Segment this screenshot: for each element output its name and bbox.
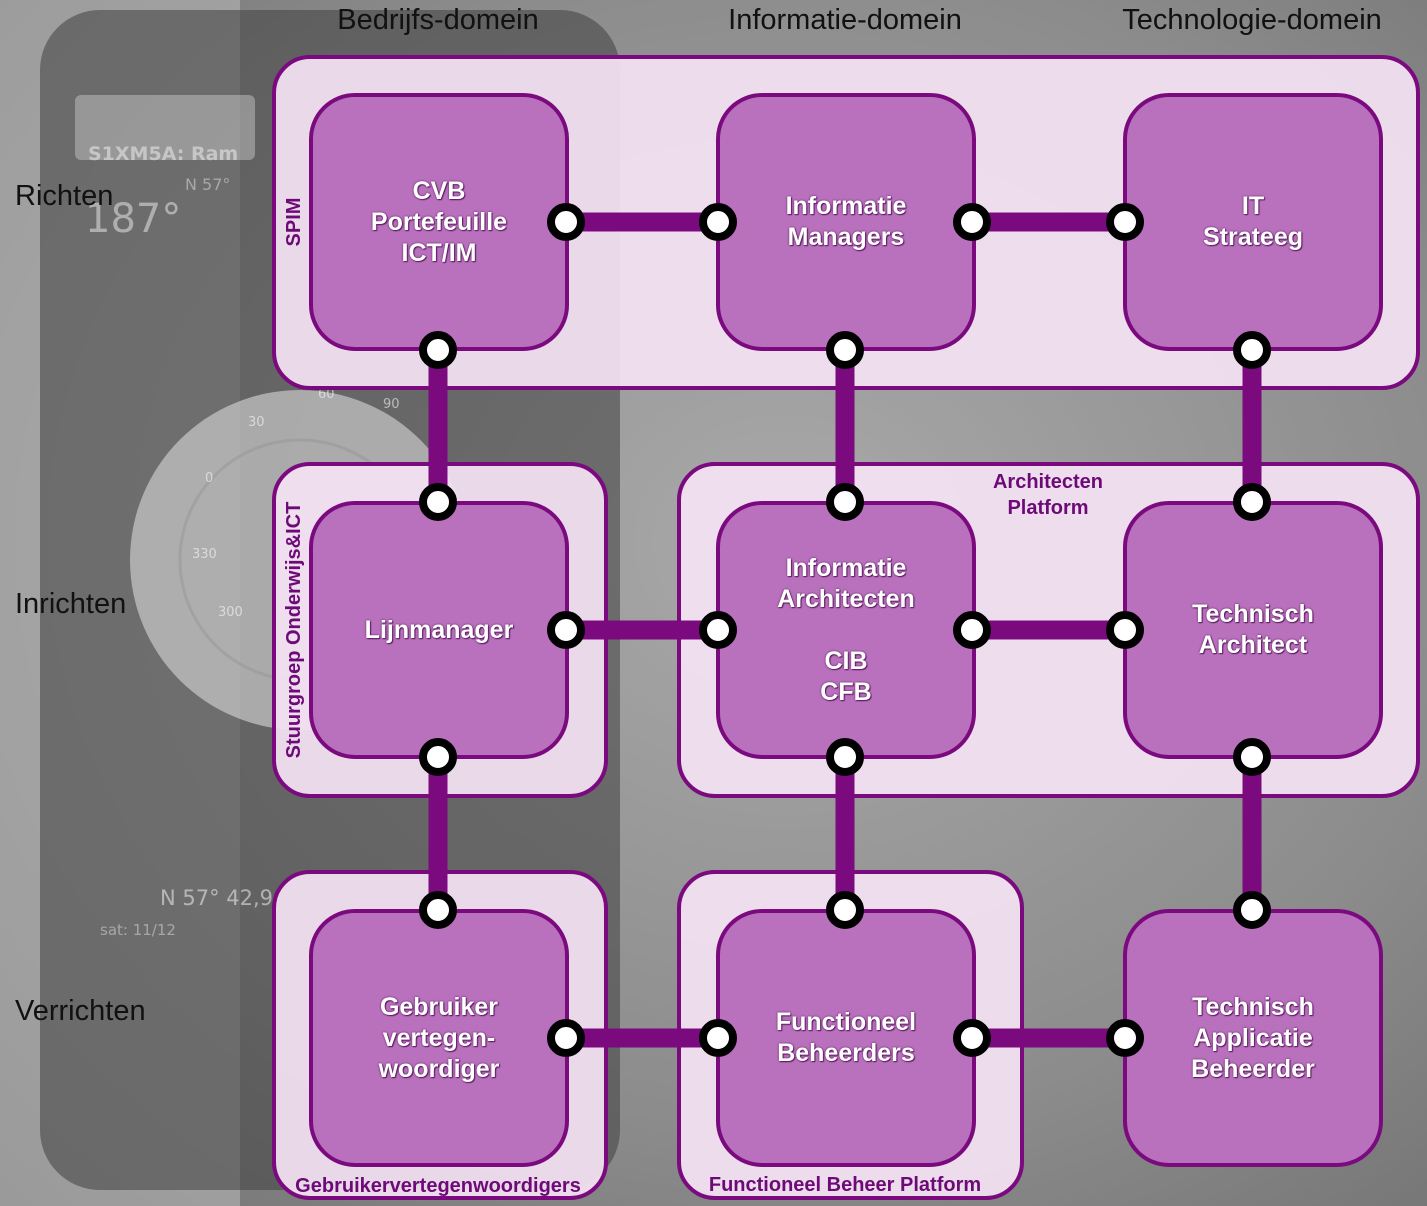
node-label: IT Strateeg <box>1202 192 1304 251</box>
connector-dot <box>1106 203 1144 241</box>
connector-dot <box>1233 738 1271 776</box>
connector-dot <box>826 331 864 369</box>
connector-dot <box>547 611 585 649</box>
connector-dot <box>1233 891 1271 929</box>
connector-dot <box>419 738 457 776</box>
connector-dot <box>419 483 457 521</box>
node-label: Technisch Applicatie Beheerder <box>1191 992 1315 1083</box>
node-gebruiker-vertegenwoordiger: Gebruiker vertegen- woordiger <box>309 909 569 1167</box>
node-informatie-managers: Informatie Managers <box>716 93 976 351</box>
connector-dot <box>1106 611 1144 649</box>
row-label-verrichten: Verrichten <box>15 995 146 1027</box>
connector-dot <box>699 203 737 241</box>
node-functioneel-beheerders: Functioneel Beheerders <box>716 909 976 1167</box>
node-it-strateeg: IT Strateeg <box>1123 93 1383 351</box>
connector-dot <box>826 483 864 521</box>
connector-dot <box>419 891 457 929</box>
compass-tick-label: 330 <box>192 547 217 562</box>
group-label-functioneel-beheer-platform: Functioneel Beheer Platform <box>708 1174 982 1196</box>
node-label: Technisch Architect <box>1192 600 1314 659</box>
connector-dot <box>547 1019 585 1057</box>
column-header-technologie: Technologie-domein <box>1122 4 1382 36</box>
column-header-informatie: Informatie-domein <box>728 4 962 36</box>
phone-label: S1XM5A: Ram <box>88 143 238 165</box>
connector-dot <box>699 611 737 649</box>
node-technisch-applicatie-beheerder: Technisch Applicatie Beheerder <box>1123 909 1383 1167</box>
group-label-architecten-platform: Architecten Platform <box>992 471 1104 519</box>
phone-label: sat: 11/12 <box>100 921 176 939</box>
connector-dot <box>419 331 457 369</box>
node-label: Informatie Architecten CIB CFB <box>777 553 915 706</box>
connector-dot <box>1233 483 1271 521</box>
row-label-inrichten: Inrichten <box>15 588 127 620</box>
phone-label: N 57° 42,9 <box>160 886 273 910</box>
node-label: CVB Portefeuille ICT/IM <box>370 176 508 267</box>
compass-tick-label: 300 <box>218 605 243 620</box>
node-technisch-architect: Technisch Architect <box>1123 501 1383 759</box>
connector-dot <box>826 891 864 929</box>
connector-dot <box>547 203 585 241</box>
phone-label: N 57° <box>185 175 230 194</box>
compass-tick-label: 90 <box>383 397 400 412</box>
group-label-gebruikervertegenwoordigers: Gebruikervertegenwoordigers <box>295 1175 581 1197</box>
phone-label: 187° <box>85 196 181 242</box>
connector-dot <box>699 1019 737 1057</box>
compass-tick-label: 0 <box>205 471 213 486</box>
node-label: Functioneel Beheerders <box>775 1008 917 1067</box>
connector-dot <box>1233 331 1271 369</box>
connector-dot <box>953 1019 991 1057</box>
node-label: Informatie Managers <box>785 192 907 251</box>
node-label: Gebruiker vertegen- woordiger <box>378 992 500 1083</box>
connector-dot <box>953 611 991 649</box>
connector-dot <box>1106 1019 1144 1057</box>
compass-tick-label: 30 <box>248 415 265 430</box>
compass-tick-label: 60 <box>318 387 335 402</box>
column-header-bedrijfs: Bedrijfs-domein <box>337 4 539 36</box>
row-label-richten: Richten <box>15 180 114 212</box>
connector-dot <box>826 738 864 776</box>
node-label: Lijnmanager <box>364 615 514 644</box>
connector-dot <box>953 203 991 241</box>
node-lijnmanager: Lijnmanager <box>309 501 569 759</box>
node-cvb: CVB Portefeuille ICT/IM <box>309 93 569 351</box>
